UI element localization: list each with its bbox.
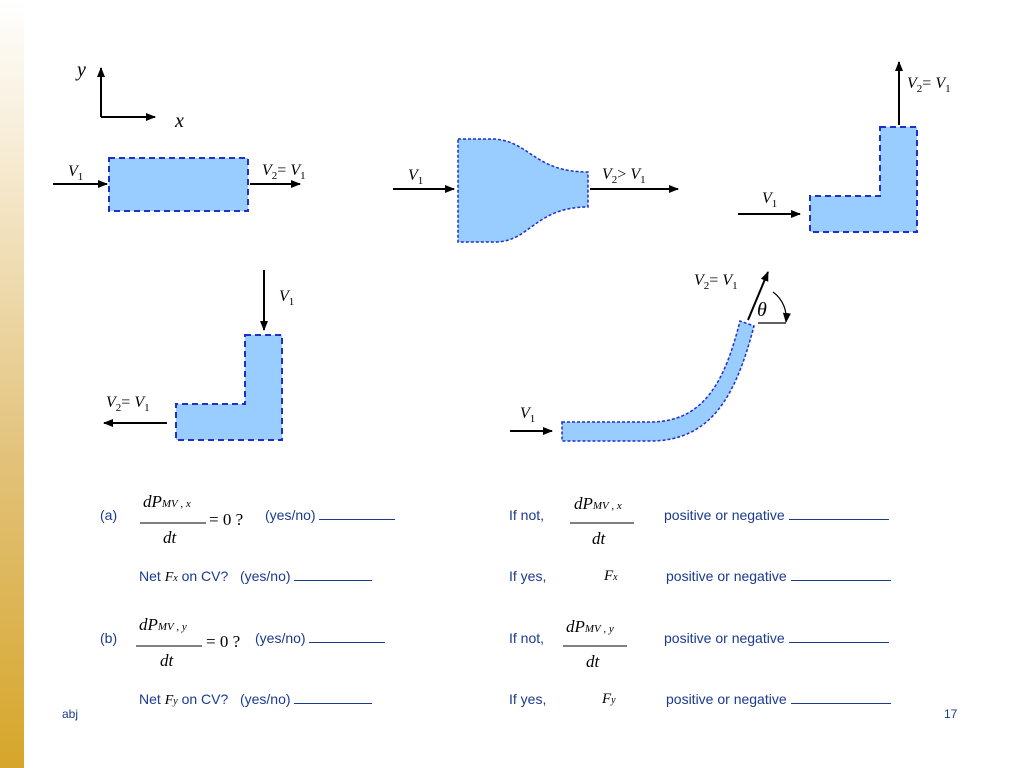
control-volume-bend: θ V1 V2=V1: [510, 271, 791, 442]
dpdt-denominator-b: dt: [160, 651, 174, 670]
pos-neg-b2: positive or negative: [666, 691, 891, 707]
y-axis-label: y: [75, 59, 86, 81]
answer-blank[interactable]: [294, 693, 373, 704]
if-yes-a: If yes,: [509, 568, 547, 584]
control-volume-elbow-left: V1 V2=V1: [103, 270, 294, 441]
pos-neg-a1: positive or negative: [664, 507, 889, 523]
theta-label: θ: [757, 299, 767, 321]
inlet-velocity-label: V1: [408, 167, 423, 187]
answer-blank[interactable]: [788, 632, 889, 643]
answer-blank[interactable]: [294, 570, 373, 581]
answer-blank[interactable]: [319, 509, 396, 520]
dpdt-numerator-a2: dPMV , x: [574, 494, 622, 513]
dpdt-denominator-a2: dt: [592, 529, 606, 548]
answer-blank[interactable]: [788, 509, 889, 520]
footer-left: abj: [62, 707, 79, 721]
outlet-velocity-label: V2=V1: [694, 272, 738, 292]
pos-neg-a2: positive or negative: [666, 568, 891, 584]
question-a-label: (a): [100, 507, 118, 523]
fx-symbol: Fx: [604, 568, 618, 584]
dpdt-numerator-a: dPMV , x: [143, 492, 191, 511]
dpdt-denominator-b2: dt: [586, 652, 600, 671]
outlet-velocity-label: V2>V1: [602, 166, 646, 186]
equals-zero-b: = 0 ?: [206, 632, 241, 651]
dpdt-numerator-b: dPMV , y: [139, 615, 187, 634]
inlet-velocity-label: V1: [279, 288, 294, 308]
x-axis-label: x: [174, 110, 184, 132]
control-volume-straight: V1 V2=V1: [53, 157, 306, 212]
if-yes-b: If yes,: [509, 691, 547, 707]
control-volume-nozzle: V1 V2>V1: [393, 138, 679, 243]
slide-number: 17: [944, 707, 958, 721]
yesno-a: (yes/no): [265, 507, 396, 523]
net-fy-question: Net Fy on CV? (yes/no): [139, 691, 373, 709]
inlet-velocity-label: V1: [520, 405, 535, 425]
if-not-a: If not,: [509, 507, 545, 523]
pos-neg-b1: positive or negative: [664, 630, 889, 646]
fy-symbol: Fy: [602, 691, 616, 707]
yesno-b: (yes/no): [255, 630, 386, 646]
outlet-velocity-label: V2=V1: [106, 394, 150, 414]
question-b-label: (b): [100, 630, 118, 646]
outlet-velocity-label: V2=V1: [262, 162, 306, 182]
if-not-b: If not,: [509, 630, 545, 646]
sidebar-gradient: [0, 0, 24, 768]
inlet-velocity-label: V1: [762, 190, 777, 210]
inlet-velocity-label: V1: [68, 163, 83, 183]
net-fx-question: Net Fx on CV? (yes/no): [139, 568, 373, 586]
answer-blank[interactable]: [309, 632, 386, 643]
dpdt-numerator-b2: dPMV , y: [566, 617, 614, 636]
equals-zero-a: = 0 ?: [209, 510, 244, 529]
outlet-velocity-label: V2=V1: [907, 75, 951, 95]
control-volume-elbow-up: V1 V2=V1: [738, 61, 951, 233]
answer-blank[interactable]: [790, 693, 891, 704]
dpdt-denominator-a: dt: [163, 528, 177, 547]
answer-blank[interactable]: [790, 570, 891, 581]
coordinate-axes: y x: [75, 59, 184, 132]
